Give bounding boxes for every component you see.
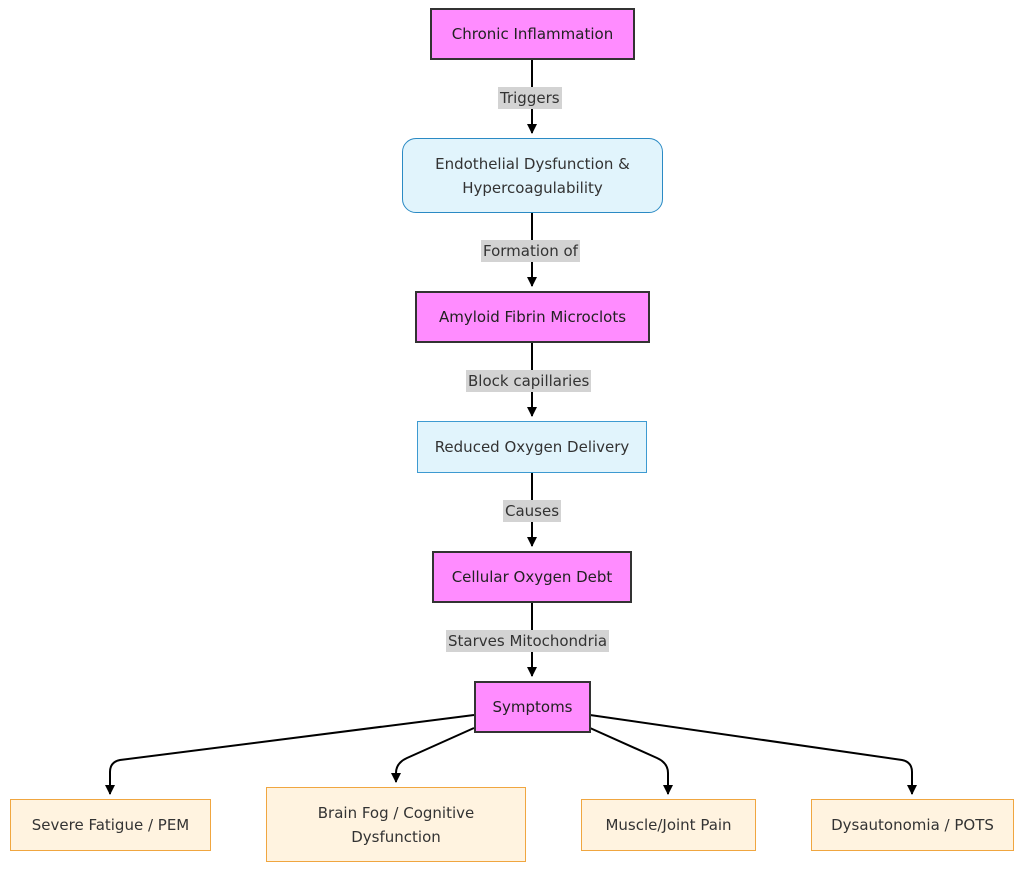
node-label: Chronic Inflammation xyxy=(451,25,614,43)
edge-symptoms-to-brain-fog xyxy=(391,727,475,783)
edge-label-block-capillaries: Block capillaries xyxy=(466,370,592,392)
edge-label-causes: Causes xyxy=(503,500,562,522)
node-reduced-oxygen-delivery: Reduced Oxygen Delivery xyxy=(417,421,647,473)
node-label: Dysautonomia / POTS xyxy=(831,816,994,834)
node-label-line1: Brain Fog / Cognitive xyxy=(317,803,475,822)
edge-symptoms-to-pain xyxy=(589,727,673,795)
node-label-line1: Endothelial Dysfunction & xyxy=(435,154,630,173)
node-label: Muscle/Joint Pain xyxy=(605,816,732,834)
edge-symptoms-to-fatigue xyxy=(105,714,475,795)
node-label: Cellular Oxygen Debt xyxy=(451,568,613,586)
node-amyloid-fibrin-microclots: Amyloid Fibrin Microclots xyxy=(415,291,650,343)
node-label: Symptoms xyxy=(492,698,573,716)
node-endothelial-dysfunction: Endothelial Dysfunction & Hypercoagulabi… xyxy=(402,138,663,213)
node-label: Amyloid Fibrin Microclots xyxy=(438,308,627,326)
node-brain-fog: Brain Fog / Cognitive Dysfunction xyxy=(266,787,526,862)
edge-label-starves-mitochondria: Starves Mitochondria xyxy=(446,630,610,652)
edge-symptoms-to-dysautonomia xyxy=(589,714,917,795)
node-chronic-inflammation: Chronic Inflammation xyxy=(430,8,635,60)
node-severe-fatigue: Severe Fatigue / PEM xyxy=(10,799,211,851)
node-label: Severe Fatigue / PEM xyxy=(31,816,190,834)
node-dysautonomia: Dysautonomia / POTS xyxy=(811,799,1014,851)
node-muscle-joint-pain: Muscle/Joint Pain xyxy=(581,799,756,851)
node-cellular-oxygen-debt: Cellular Oxygen Debt xyxy=(432,551,632,603)
node-label-line2: Hypercoagulability xyxy=(462,178,603,197)
node-label-line2: Dysfunction xyxy=(351,827,441,846)
edge-label-formation-of: Formation of xyxy=(481,240,580,262)
edge-label-triggers: Triggers xyxy=(498,87,562,109)
node-symptoms: Symptoms xyxy=(474,681,591,733)
node-label: Reduced Oxygen Delivery xyxy=(434,438,630,456)
